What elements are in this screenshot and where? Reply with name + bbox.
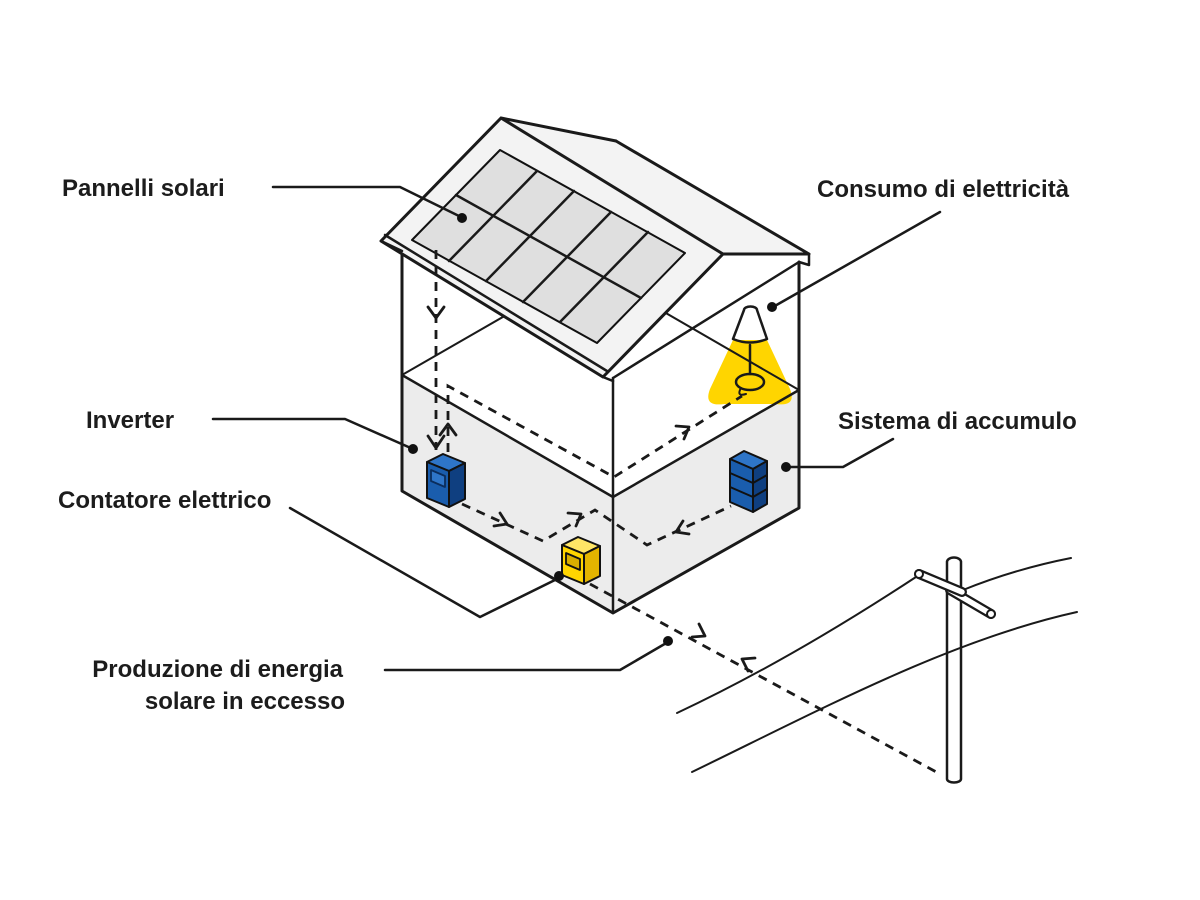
roof-back-strip: [501, 118, 809, 254]
power-pole-group: [676, 556, 1078, 784]
battery-cell-dividers: [729, 472, 768, 498]
leader-excess-production: [383, 640, 670, 672]
battery-front-face: [729, 458, 754, 513]
label-electric-meter: Contatore elettrico: [58, 487, 271, 514]
crossarm-end-cap: [914, 569, 924, 579]
leader-dot: [554, 571, 564, 581]
power-line-upper-right: [962, 557, 1072, 591]
battery-side-face: [752, 460, 768, 513]
flow-inverter-to-lamp: [446, 383, 743, 479]
roof: [379, 116, 811, 383]
lamp-shade: [731, 305, 769, 344]
roof-eave-connectors: [379, 239, 811, 383]
pole-crossarm-upper: [914, 569, 967, 597]
arrow-upright-icon: [674, 424, 691, 441]
label-storage-system: Sistema di accumulo: [838, 408, 1077, 435]
flow-meter-to-grid: [589, 582, 941, 776]
power-line-lower: [691, 611, 1078, 773]
lamp-icon: [731, 305, 769, 396]
inverter-icon: [426, 453, 466, 508]
roof-slope-outline: [379, 116, 725, 379]
arrow-down-icon: [426, 434, 446, 450]
power-pole: [945, 556, 963, 784]
right-wall-top-edge: [611, 260, 801, 380]
arrow-upright-icon: [566, 511, 583, 528]
leader-dot: [408, 444, 418, 454]
arrow-downright-icon: [492, 511, 509, 528]
battery-storage-icon: [729, 450, 768, 513]
leader-dot: [457, 213, 467, 223]
label-excess-production-line1: Produzione di energia: [92, 656, 343, 683]
roof-eave-lip: [383, 233, 609, 373]
solar-panel-grid-lines: [447, 169, 650, 324]
label-inverter: Inverter: [86, 407, 174, 434]
leader-dot: [663, 636, 673, 646]
text-labels: Pannelli solari Consumo di elettricità I…: [58, 175, 1077, 715]
leader-inverter: [211, 417, 415, 451]
arrow-downleft-icon: [674, 519, 691, 536]
label-solar-panels: Pannelli solari: [62, 175, 225, 202]
arrow-upleft-icon: [740, 656, 757, 673]
leader-dot: [781, 462, 791, 472]
leader-dot: [767, 302, 777, 312]
label-electricity-consumption: Consumo di elettricità: [817, 176, 1070, 203]
leader-solar-panels: [271, 185, 463, 219]
arrow-up-icon: [438, 422, 458, 437]
house-right-wall-lower-band: [613, 390, 799, 613]
solar-panel-array: [411, 149, 686, 344]
house-structure-lines: [400, 249, 801, 615]
leader-consumption: [771, 210, 942, 309]
lamp-base-curl: [738, 387, 747, 396]
inverter-display: [430, 469, 446, 488]
inverter-side-face: [448, 462, 466, 508]
label-excess-production-line2: solare in eccesso: [145, 688, 345, 715]
arrow-down-icon: [426, 305, 446, 320]
arrow-downright-icon: [690, 622, 707, 639]
leader-meter: [288, 506, 561, 619]
electric-meter-icon: [561, 536, 601, 585]
leader-storage: [785, 437, 895, 469]
meter-side-face: [583, 545, 601, 585]
lamp-base: [734, 372, 766, 392]
energy-flow-paths: [426, 250, 941, 776]
meter-display: [565, 552, 581, 571]
crossarm-end-cap: [986, 609, 996, 619]
crossarm-body: [916, 571, 965, 595]
leader-lines: [211, 185, 942, 672]
power-line-upper-left: [676, 574, 920, 714]
